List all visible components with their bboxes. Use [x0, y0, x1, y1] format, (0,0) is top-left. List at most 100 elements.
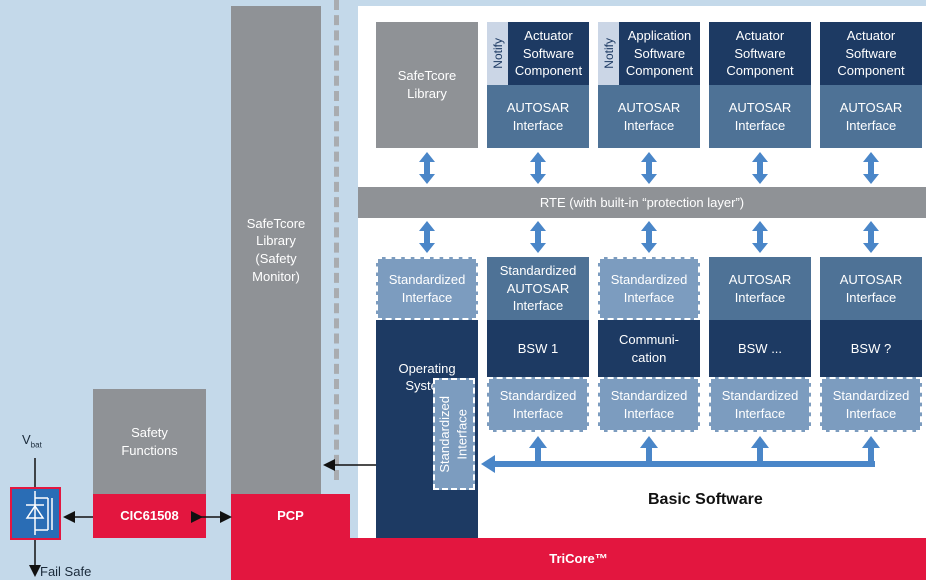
module-name: BSW ?: [850, 340, 892, 356]
rte-label: RTE (with built-in “protection layer”): [539, 194, 745, 210]
module-upper-label: AUTOSAR Interface: [728, 271, 792, 305]
rte-bar: RTE (with built-in “protection layer”): [358, 187, 926, 218]
module-lower-label: Standardized Interface: [832, 387, 910, 421]
basic-software-label: Basic Software: [648, 491, 763, 509]
basic-software-text: Basic Software: [648, 491, 763, 508]
safetcore-library-block: SafeTcore Library: [376, 22, 478, 148]
partition-separator: [334, 0, 339, 480]
double-arrow-icon: [419, 152, 435, 184]
bsw-module-1: Standardized AUTOSAR Interface BSW 1 Sta…: [487, 257, 589, 432]
safety-functions-block: Safety Functions: [93, 389, 206, 494]
bus-line: [493, 461, 875, 467]
os-side-standardized-interface: Standardized Interface: [433, 378, 475, 490]
vbat-subscript: bat: [30, 440, 42, 450]
module-lower-interface: Standardized Interface: [487, 377, 589, 432]
component-name-box: Actuator Software Component: [820, 22, 922, 85]
component-name-box: Actuator Software Component: [508, 22, 589, 85]
module-lower-label: Standardized Interface: [499, 387, 577, 421]
module-upper-interface: Standardized Interface: [598, 257, 700, 320]
component-name: Actuator Software Component: [837, 28, 905, 79]
pcp-block: PCP: [231, 494, 350, 538]
software-component-4: Actuator Software Component AUTOSAR Inte…: [820, 22, 922, 148]
module-lower-interface: Standardized Interface: [598, 377, 700, 432]
autosar-interface-box: AUTOSAR Interface: [487, 85, 589, 148]
autosar-interface-box: AUTOSAR Interface: [598, 85, 700, 148]
double-arrow-icon: [863, 221, 879, 253]
bsw-module-4: AUTOSAR Interface BSW ? Standardized Int…: [820, 257, 922, 432]
module-upper-interface: Standardized AUTOSAR Interface: [487, 257, 589, 320]
fail-safe-text: Fail Safe Circuitry: [40, 564, 92, 580]
module-lower-interface: Standardized Interface: [709, 377, 811, 432]
safety-functions-label: Safety Functions: [121, 424, 178, 458]
module-lower-interface: Standardized Interface: [820, 377, 922, 432]
bus-arrow-up-icon: [751, 436, 769, 448]
autosar-interface-label: AUTOSAR Interface: [617, 99, 681, 133]
bus-arrow-left-icon: [481, 455, 495, 473]
software-component-1: Notify Actuator Software Component AUTOS…: [487, 22, 589, 148]
component-name-box: Actuator Software Component: [709, 22, 811, 85]
double-arrow-icon: [752, 221, 768, 253]
autosar-interface-label: AUTOSAR Interface: [728, 99, 792, 133]
module-lower-label: Standardized Interface: [721, 387, 799, 421]
component-name-box: Application Software Component: [619, 22, 700, 85]
notify-strip: Notify: [598, 22, 619, 85]
module-body: Communi- cation: [598, 320, 700, 377]
double-arrow-icon: [419, 221, 435, 253]
component-name: Actuator Software Component: [726, 28, 794, 79]
bus-drop: [646, 446, 652, 463]
autosar-interface-box: AUTOSAR Interface: [820, 85, 922, 148]
bus-arrow-up-icon: [529, 436, 547, 448]
module-upper-interface: AUTOSAR Interface: [709, 257, 811, 320]
autosar-interface-label: AUTOSAR Interface: [839, 99, 903, 133]
bus-drop: [868, 446, 874, 463]
double-arrow-icon: [641, 221, 657, 253]
safetcore-monitor-label: SafeTcore Library (Safety Monitor): [246, 215, 306, 284]
double-arrow-icon: [641, 152, 657, 184]
double-arrow-icon: [752, 152, 768, 184]
fail-safe-label: Fail Safe Circuitry: [40, 548, 91, 580]
lower-double-arrows: [419, 221, 879, 253]
software-component-3: Actuator Software Component AUTOSAR Inte…: [709, 22, 811, 148]
bus-drop: [535, 446, 541, 463]
module-upper-label: Standardized Interface: [610, 271, 688, 305]
module-body: BSW ?: [820, 320, 922, 377]
autosar-interface-box: AUTOSAR Interface: [709, 85, 811, 148]
cic-label: CIC61508: [120, 508, 179, 524]
component-name: Application Software Component: [625, 28, 694, 79]
module-name: BSW ...: [737, 340, 783, 356]
module-name: Communi- cation: [619, 331, 679, 365]
module-name: BSW 1: [517, 340, 559, 356]
notify-strip: Notify: [487, 22, 508, 85]
double-arrow-icon: [863, 152, 879, 184]
bsw-module-3: AUTOSAR Interface BSW ... Standardized I…: [709, 257, 811, 432]
cic-block: CIC61508: [93, 494, 206, 538]
double-arrow-icon: [530, 152, 546, 184]
software-component-2: Notify Application Software Component AU…: [598, 22, 700, 148]
upper-double-arrows: [419, 152, 879, 184]
transistor-icon: [25, 491, 53, 535]
double-arrow-icon: [530, 221, 546, 253]
vbat-label: Vbat: [22, 432, 42, 450]
module-upper-interface: AUTOSAR Interface: [820, 257, 922, 320]
bus-arrow-up-icon: [862, 436, 880, 448]
module-body: BSW 1: [487, 320, 589, 377]
bsw-bus-arrows: [481, 436, 880, 473]
vbat-main: V: [22, 432, 31, 447]
module-body: BSW ...: [709, 320, 811, 377]
bus-drop: [757, 446, 763, 463]
safetcore-library-label: SafeTcore Library: [397, 68, 457, 101]
tricore-label: TriCore™: [549, 551, 608, 567]
component-name: Actuator Software Component: [514, 28, 583, 79]
module-lower-label: Standardized Interface: [610, 387, 688, 421]
os-standardized-interface: Standardized Interface: [376, 257, 478, 320]
safetcore-monitor-block: SafeTcore Library (Safety Monitor): [231, 6, 321, 494]
module-upper-label: AUTOSAR Interface: [839, 271, 903, 305]
autosar-interface-label: AUTOSAR Interface: [506, 99, 570, 133]
bus-arrow-up-icon: [640, 436, 658, 448]
bsw-module-2: Standardized Interface Communi- cation S…: [598, 257, 700, 432]
pcp-label: PCP: [277, 508, 304, 524]
os-interface-label: Standardized Interface: [388, 271, 466, 305]
module-upper-label: Standardized AUTOSAR Interface: [499, 263, 577, 314]
